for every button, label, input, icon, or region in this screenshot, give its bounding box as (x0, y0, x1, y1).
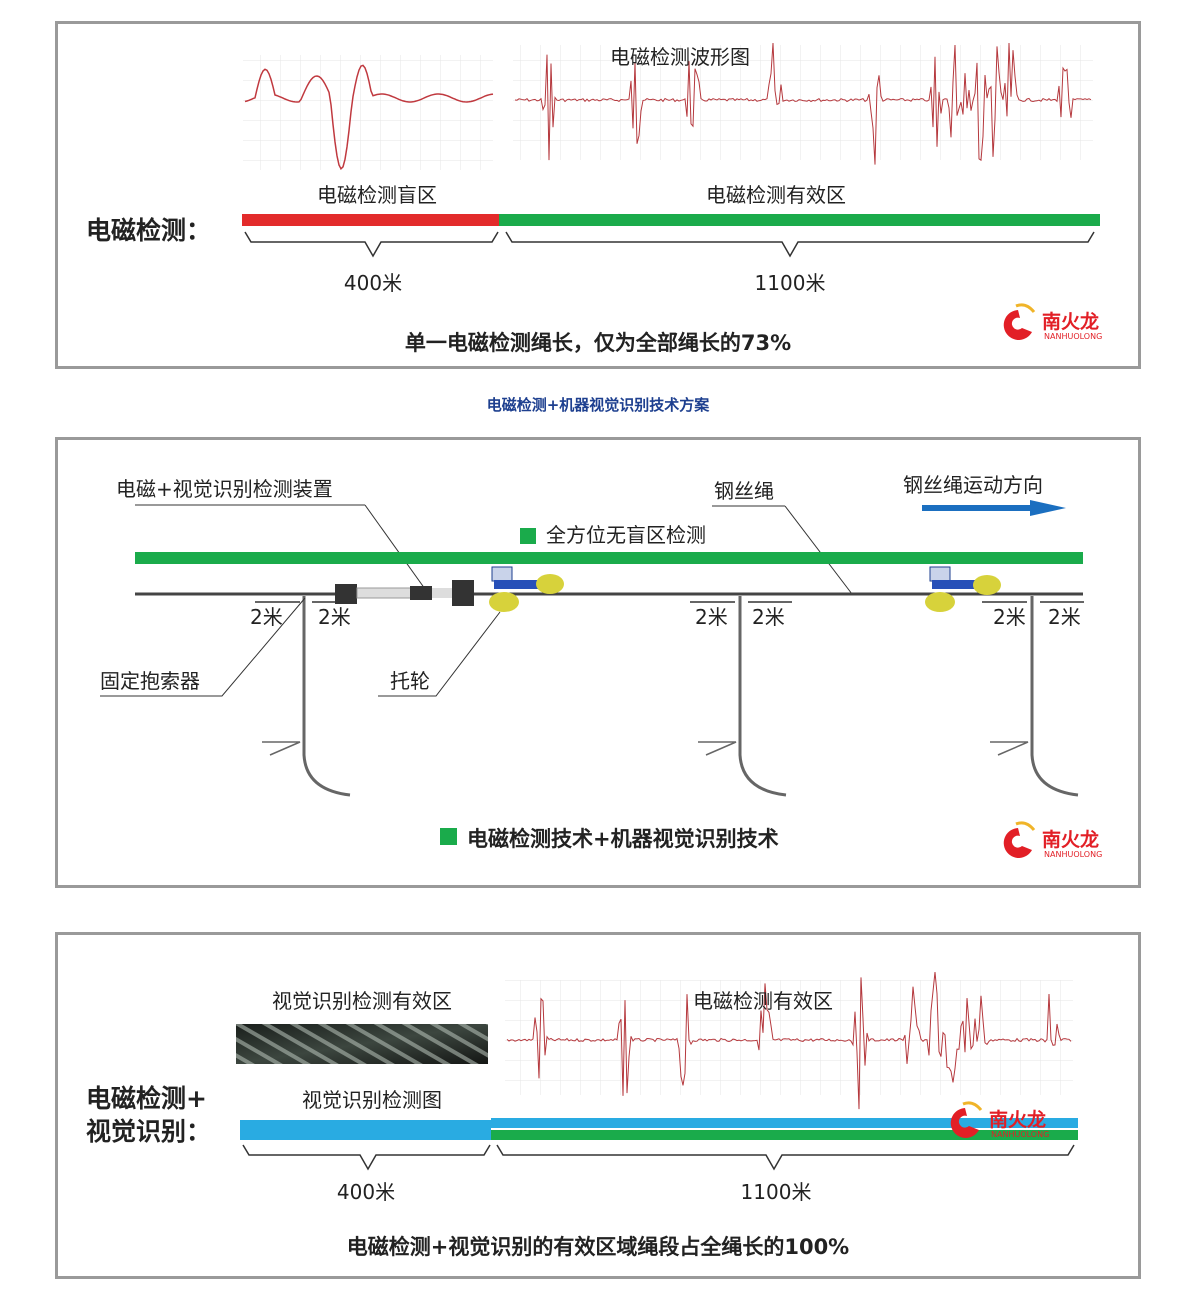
effective-zone-label: 电磁检测有效区 (706, 183, 846, 207)
panel-scheme-diagram: 电磁+视觉识别检测装置 钢丝绳 钢丝绳运动方向 全方位无盲区检测 (55, 437, 1141, 888)
brace-em (496, 1144, 1075, 1171)
leader-line (784, 505, 853, 595)
effective-length: 1100米 (755, 271, 826, 295)
logo-cn: 南火龙 (1042, 828, 1099, 851)
brace-effective (505, 231, 1095, 258)
vision-zone-label: 视觉识别检测有效区 (272, 989, 452, 1013)
legend-square-icon (520, 528, 536, 544)
brace-blind (244, 231, 499, 258)
vision-length: 400米 (337, 1180, 395, 1204)
brace-vision (242, 1144, 491, 1171)
effective-zone-bar (499, 214, 1100, 226)
spacing-label: 2米 (318, 605, 351, 629)
spacing-label: 2米 (250, 605, 283, 629)
wave-title: 电磁检测波形图 (610, 45, 750, 69)
em-zone-label: 电磁检测有效区 (693, 989, 833, 1013)
side-label-2: 视觉识别： (86, 1117, 211, 1146)
em-bar (491, 1130, 1078, 1140)
roller-label: 托轮 (390, 669, 430, 693)
scheme-subtitle: 电磁检测+机器视觉识别技术方案 (487, 396, 711, 414)
side-label: 电磁检测： (86, 216, 211, 245)
leader-line (378, 611, 501, 697)
towers (262, 596, 1079, 797)
detection-coverage-bar (135, 552, 1083, 564)
leader-line (364, 504, 431, 597)
legend-label: 电磁检测技术+机器视觉识别技术 (467, 827, 779, 851)
panel-electromagnetic-only: 电磁检测波形图 电磁检测盲区 电磁检测有效区 电磁检测： 400米 1100米 … (55, 21, 1141, 369)
side-label-1: 电磁检测+ (86, 1084, 207, 1113)
waveform-grid (505, 980, 1073, 1095)
blind-length: 400米 (344, 271, 402, 295)
logo-cn: 南火龙 (989, 1108, 1046, 1131)
waveform-em-zone (506, 971, 1072, 1110)
spacing-label: 2米 (695, 605, 728, 629)
blind-zone-label: 电磁检测盲区 (317, 183, 437, 207)
spacing-label: 2米 (1048, 605, 1081, 629)
logo: 南火龙 NANHUOLONG (949, 1101, 1049, 1140)
blind-zone-bar (242, 214, 499, 226)
spacing-label: 2米 (993, 605, 1026, 629)
direction-arrow-icon (922, 500, 1066, 516)
logo-cn: 南火龙 (1042, 310, 1099, 333)
roller (489, 592, 519, 612)
waveform-grid-small (243, 55, 493, 170)
waveform-effective-zone (514, 42, 1092, 165)
device-label: 电磁+视觉识别检测装置 (116, 477, 333, 501)
rope-label: 钢丝绳 (714, 479, 774, 503)
summary: 电磁检测+视觉识别的有效区域绳段占全绳长的100% (347, 1235, 849, 1259)
em-length: 1100米 (741, 1180, 812, 1204)
logo-en: NANHUOLONG (991, 1130, 1049, 1139)
panel-combined: 视觉识别检测有效区 电磁检测有效区 电磁检测+ 视觉识别： 视觉识别检测图 南火… (55, 932, 1141, 1279)
logo-en: NANHUOLONG (1044, 332, 1102, 341)
spacing-label: 2米 (752, 605, 785, 629)
logo: 南火龙 NANHUOLONG (1002, 303, 1102, 342)
leader-line (100, 597, 306, 697)
summary: 单一电磁检测绳长，仅为全部绳长的73% (405, 331, 791, 355)
full-detection-label: 全方位无盲区检测 (546, 523, 706, 547)
logo: 南火龙 NANHUOLONG (1002, 821, 1102, 860)
direction-label: 钢丝绳运动方向 (903, 473, 1043, 497)
detection-device-2 (925, 566, 1001, 612)
clamp-label: 固定抱索器 (100, 669, 200, 693)
legend-square-icon (440, 828, 457, 845)
vision-bar (240, 1120, 491, 1140)
logo-en: NANHUOLONG (1044, 850, 1102, 859)
waveform-blind-zone (244, 64, 494, 171)
detection-device (335, 566, 564, 612)
vision-image-label: 视觉识别检测图 (302, 1088, 442, 1112)
rope-vision-image (236, 1024, 488, 1064)
vision-bar-overlap (491, 1118, 1078, 1128)
